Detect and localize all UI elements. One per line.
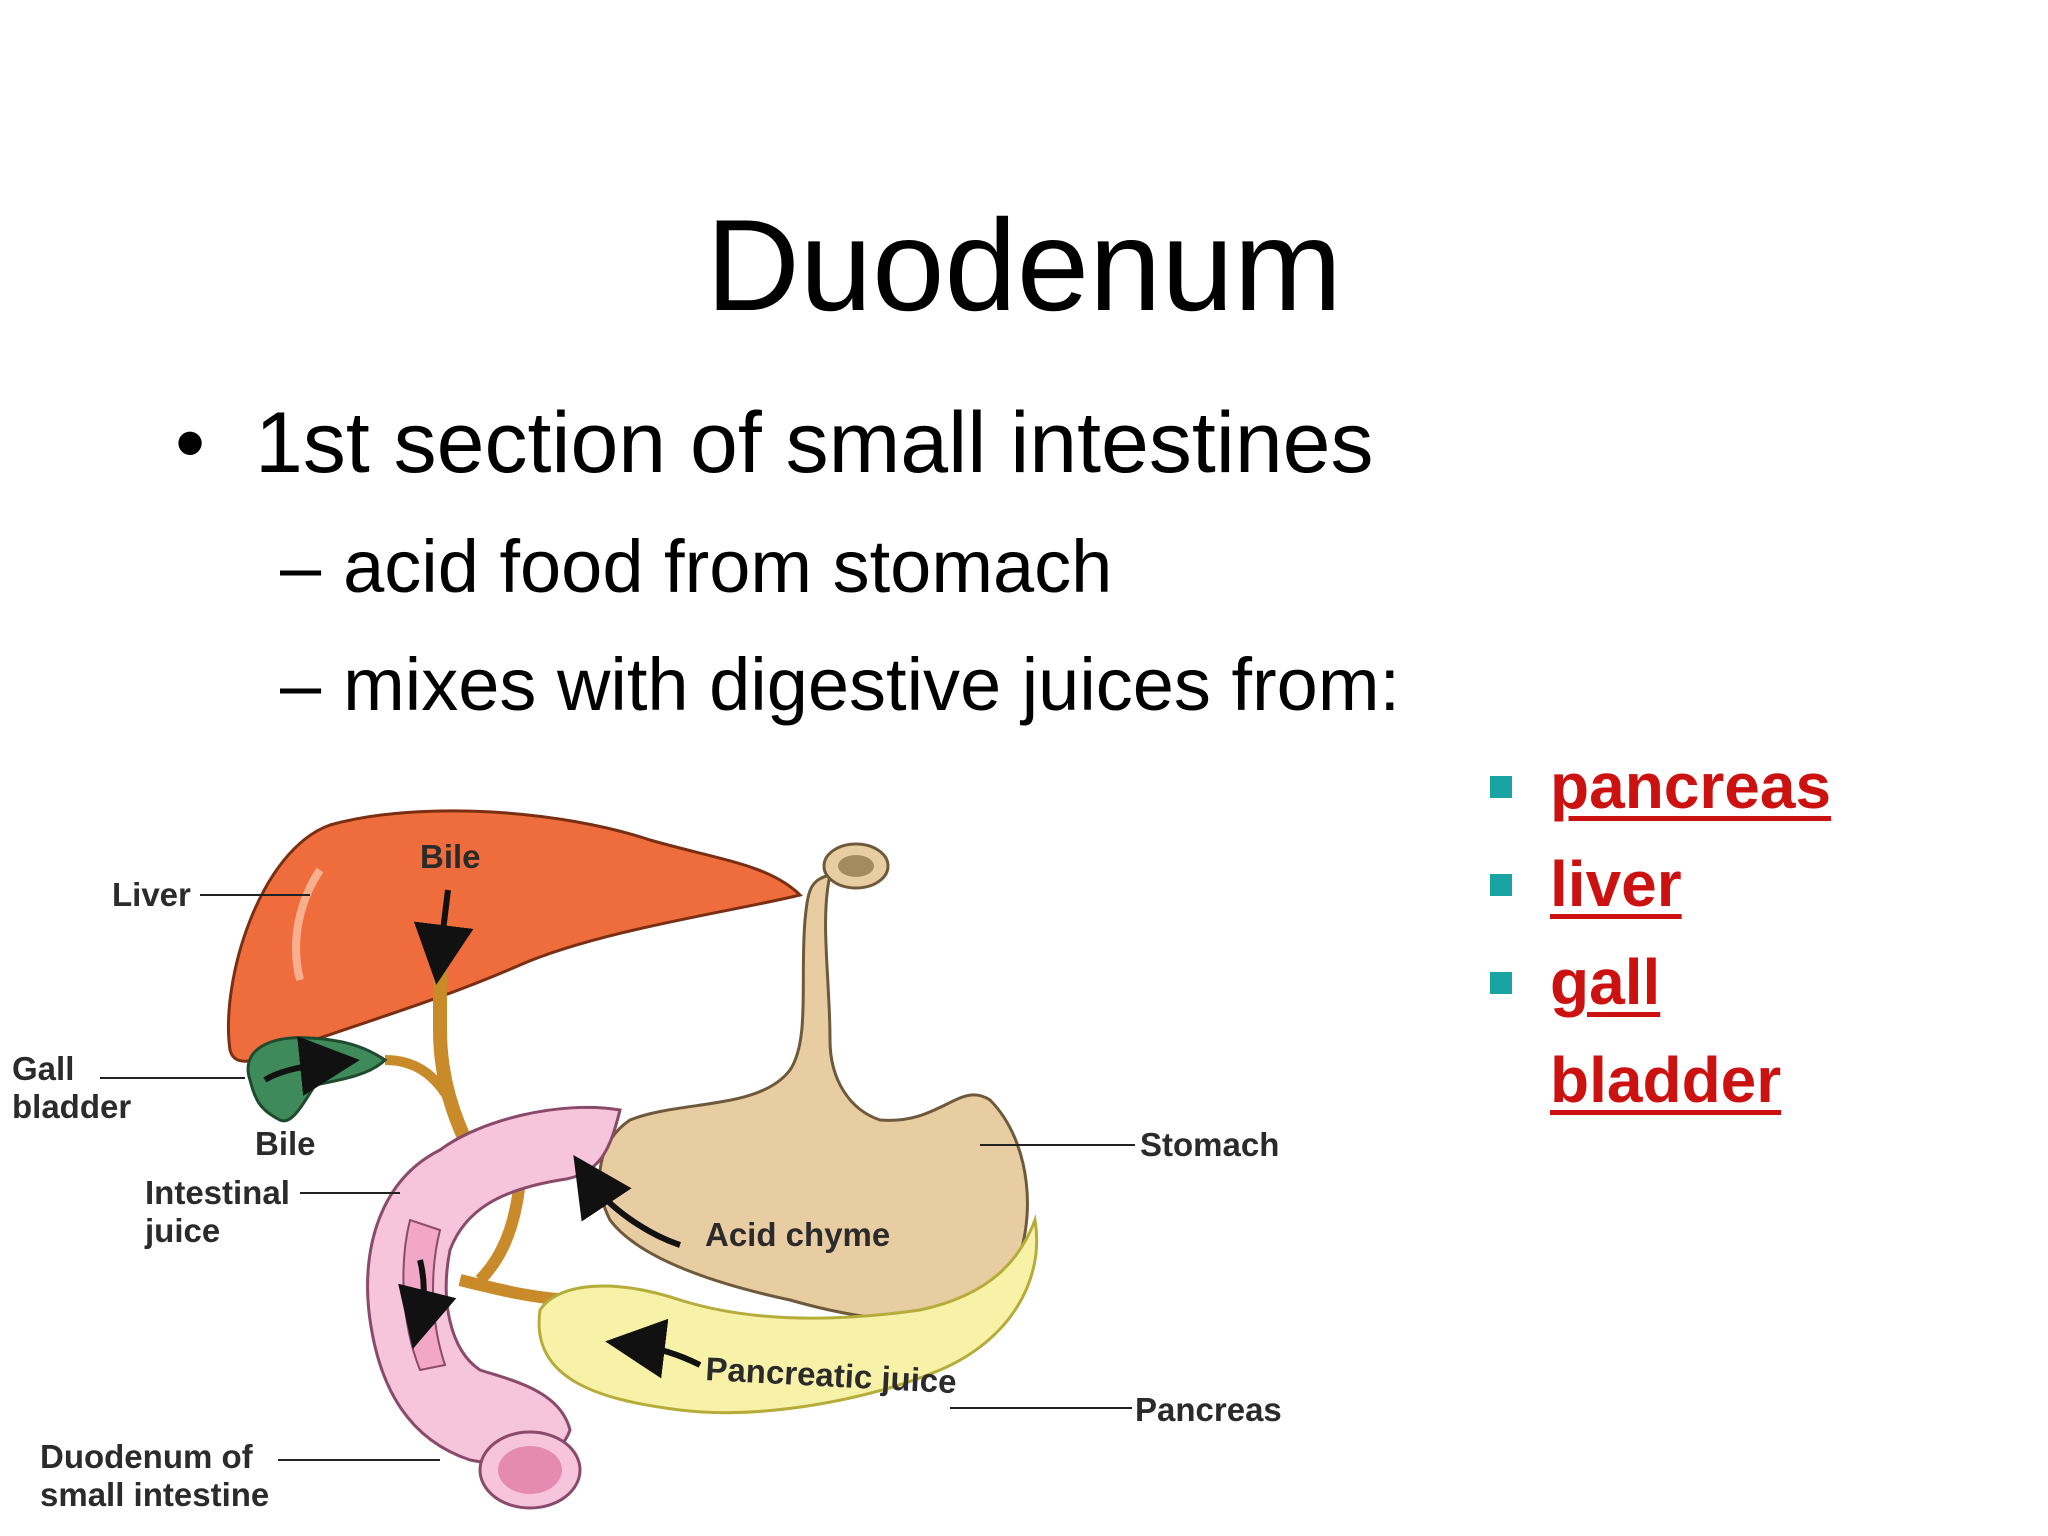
label-duodenum-2: small intestine [40,1476,269,1513]
bullet-dot: • [175,395,206,491]
sub-bullet-2-text: mixes with digestive juices from: [343,643,1401,726]
label-bile-top: Bile [420,838,481,875]
duodenum-lumen [498,1446,562,1494]
label-duodenum-1: Duodenum of [40,1438,254,1475]
sub-dash-2: – [280,643,322,726]
label-intestinal-1: Intestinal [145,1174,290,1211]
link-pancreas[interactable]: pancreas [1550,750,1832,822]
label-acid-chyme: Acid chyme [705,1216,890,1253]
label-intestinal-2: juice [144,1212,220,1249]
esophagus-lumen [838,855,874,877]
label-gall-2: bladder [12,1088,131,1125]
label-bile-bottom: Bile [255,1125,316,1162]
link-gall[interactable]: gall [1550,946,1661,1018]
link-bladder[interactable]: bladder [1550,1044,1782,1116]
liver-highlight [292,867,324,981]
bullet-main: •1st section of small intestines [175,400,1374,486]
gall-bile-arrow [263,1036,360,1096]
label-gall-1: Gall [12,1050,74,1087]
square-bullet-icon [1490,776,1512,798]
square-bullet-icon [1490,874,1512,896]
stomach-shape [598,872,1029,1322]
sub-bullet-1: –acid food from stomach [280,530,1112,604]
link-liver[interactable]: liver [1550,848,1682,920]
sub-bullet-2: –mixes with digestive juices from: [280,648,1400,722]
cystic-duct [384,1055,460,1113]
sub-dash-1: – [280,525,322,608]
bullet-main-text: 1st section of small intestines [255,395,1374,491]
sub-bullet-1-text: acid food from stomach [343,525,1113,608]
label-liver: Liver [112,876,191,913]
label-stomach: Stomach [1140,1126,1279,1163]
bile-arrow [413,889,474,985]
square-bullet-icon [1490,972,1512,994]
label-pancreas: Pancreas [1135,1391,1282,1428]
liver-shape [227,809,803,1063]
bile-duct [433,970,477,1154]
pancreatic-juice-arrow [605,1318,702,1379]
slide-title: Duodenum [706,192,1342,338]
chyme-arrow [573,1155,681,1248]
digestive-organs-diagram: Liver Bile Gall bladder Bile Intestinal … [12,809,1282,1513]
intestinal-juice-arrow [398,1259,457,1350]
